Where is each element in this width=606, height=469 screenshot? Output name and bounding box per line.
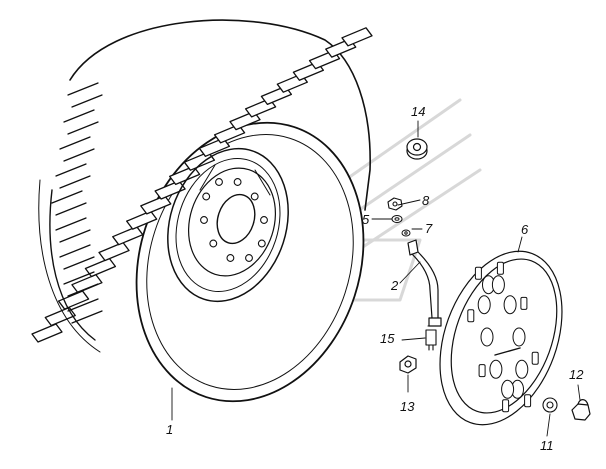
- disc-hole: [503, 295, 517, 315]
- wheel-stud: [245, 254, 253, 262]
- callout-7: 7: [425, 221, 433, 236]
- disc-slot: [524, 394, 532, 408]
- wheel-stud: [257, 239, 266, 248]
- tread-lug: [59, 136, 95, 162]
- callout-12: 12: [569, 367, 584, 382]
- disc-hole: [491, 275, 505, 295]
- small-nut: [387, 197, 403, 211]
- valve: [401, 229, 411, 237]
- tread-block: [112, 226, 144, 246]
- callout-2: 2: [391, 278, 399, 293]
- callout-11: 11: [540, 438, 554, 453]
- disc-slot: [520, 296, 528, 310]
- leader-lines: [171, 120, 581, 437]
- tread-block: [183, 151, 216, 171]
- wheel-stud: [209, 239, 218, 248]
- cap-washer: [542, 397, 558, 413]
- callout-13: 13: [400, 399, 415, 414]
- wheel-nut: [406, 138, 428, 160]
- tread-lug: [55, 217, 91, 243]
- cover-disc: [439, 250, 563, 426]
- wheel-rim: [167, 147, 289, 303]
- tread-lug: [63, 109, 99, 135]
- tread-block: [341, 27, 373, 47]
- disc-hole: [501, 379, 515, 399]
- disc-hole: [489, 359, 503, 379]
- callout-8: 8: [422, 193, 430, 208]
- tread-block: [154, 180, 186, 200]
- lock-nut: [399, 355, 417, 374]
- tread-lug: [51, 190, 87, 216]
- tread-lug: [55, 163, 91, 189]
- wheel-stud: [233, 178, 242, 186]
- tread-block: [126, 210, 158, 230]
- tread-lug: [63, 271, 99, 297]
- tread-lug: [59, 244, 95, 270]
- tread-block: [44, 306, 76, 327]
- adapter: [425, 325, 437, 351]
- disc-slot: [496, 261, 504, 275]
- disc-hole: [515, 359, 529, 379]
- disc-slot: [502, 399, 510, 413]
- wheel-studs: [200, 178, 268, 262]
- callout-14: 14: [411, 104, 426, 119]
- disc-hole: [480, 327, 494, 347]
- tread-block: [140, 195, 172, 215]
- cap-nut: [571, 399, 591, 421]
- tread-block: [98, 241, 130, 262]
- wheel-stud: [202, 192, 211, 201]
- callout-6: 6: [521, 222, 529, 237]
- disc-slot: [531, 351, 539, 365]
- washer: [391, 215, 403, 223]
- disc-slot: [478, 364, 486, 378]
- tread-block: [168, 165, 201, 186]
- disc-hole: [512, 327, 526, 347]
- tire: [31, 19, 373, 403]
- disc-hole: [477, 295, 491, 315]
- disc-slot: [467, 309, 475, 323]
- hose: [407, 239, 442, 327]
- wheel-stud: [260, 216, 268, 224]
- wheel-stud: [215, 178, 223, 186]
- callout-15: 15: [380, 331, 395, 346]
- wheel-stud: [250, 192, 259, 201]
- wheel-stud: [226, 254, 235, 262]
- tread-block: [31, 323, 63, 343]
- disc-slot: [474, 266, 482, 280]
- tread-lug: [67, 82, 103, 108]
- callout-1: 1: [166, 422, 174, 437]
- tread-block: [71, 274, 103, 294]
- callout-5: 5: [362, 212, 370, 227]
- wheel-stud: [200, 216, 208, 224]
